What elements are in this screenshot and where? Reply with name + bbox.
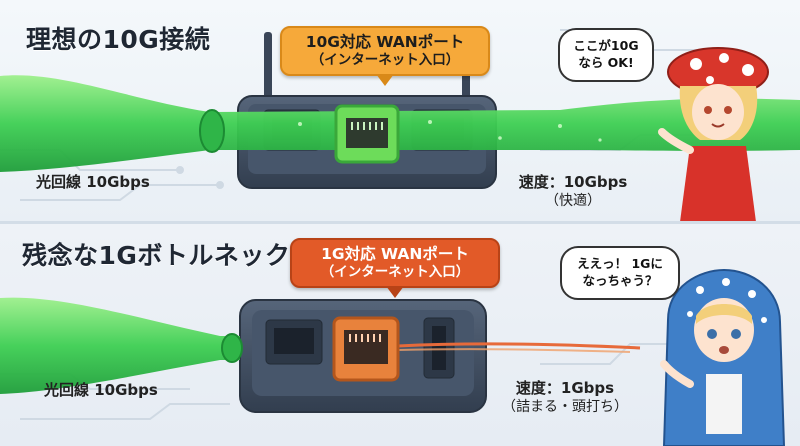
narrow-1g-stream — [397, 342, 641, 350]
bottleneck-heading: 残念な1Gボトルネック — [22, 241, 291, 270]
panel-divider — [0, 221, 800, 225]
mushroom-girl-character — [658, 47, 769, 222]
fiber-end-cap — [199, 109, 225, 153]
wan-port-10g-callout: 10G対応 WANポート （インターネット入口） — [280, 26, 490, 87]
fiber-cable-10g — [0, 297, 240, 394]
router-antenna-left — [264, 32, 272, 102]
bottleneck-illustration — [0, 268, 786, 446]
blue-hood-girl-character — [660, 268, 786, 446]
fiber-end-cap — [221, 333, 243, 363]
callout-title: 1G対応 WANポート — [321, 245, 469, 263]
ideal-heading: 理想の10G接続 — [26, 25, 211, 54]
fiber-cable-10g — [0, 75, 800, 172]
callout-title: 10G対応 WANポート — [305, 33, 465, 51]
speed-comment: （快適） — [545, 193, 601, 210]
bottleneck-panel: 残念な1Gボトルネック 1G対応 WANポート （インターネット入口） 光回線 … — [0, 224, 800, 446]
speed-10g-label: 速度：10Gbps （快適） — [498, 172, 648, 211]
speech-bubble-ok: ここが10Gなら OK! — [558, 28, 654, 82]
ideal-connection-panel: 理想の10G接続 10G対応 WANポート （インターネット入口） 光回線 10… — [0, 0, 800, 222]
callout-subtitle: （インターネット入口） — [320, 264, 470, 281]
speed-comment: （詰まる・頭打ち） — [502, 399, 628, 416]
wan-port-1g-callout: 1G対応 WANポート （インターネット入口） — [290, 238, 500, 299]
speech-bubble-surprised: ええっ！ 1Gになっちゃう？ — [560, 246, 680, 300]
speed-value: 速度：1Gbps — [515, 379, 615, 397]
speed-value: 速度：10Gbps — [518, 173, 628, 191]
speed-1g-label: 速度：1Gbps （詰まる・頭打ち） — [480, 378, 650, 417]
fiber-10g-label: 光回線 10Gbps — [44, 381, 158, 399]
fiber-10g-label: 光回線 10Gbps — [36, 173, 150, 191]
callout-subtitle: （インターネット入口） — [310, 52, 460, 69]
